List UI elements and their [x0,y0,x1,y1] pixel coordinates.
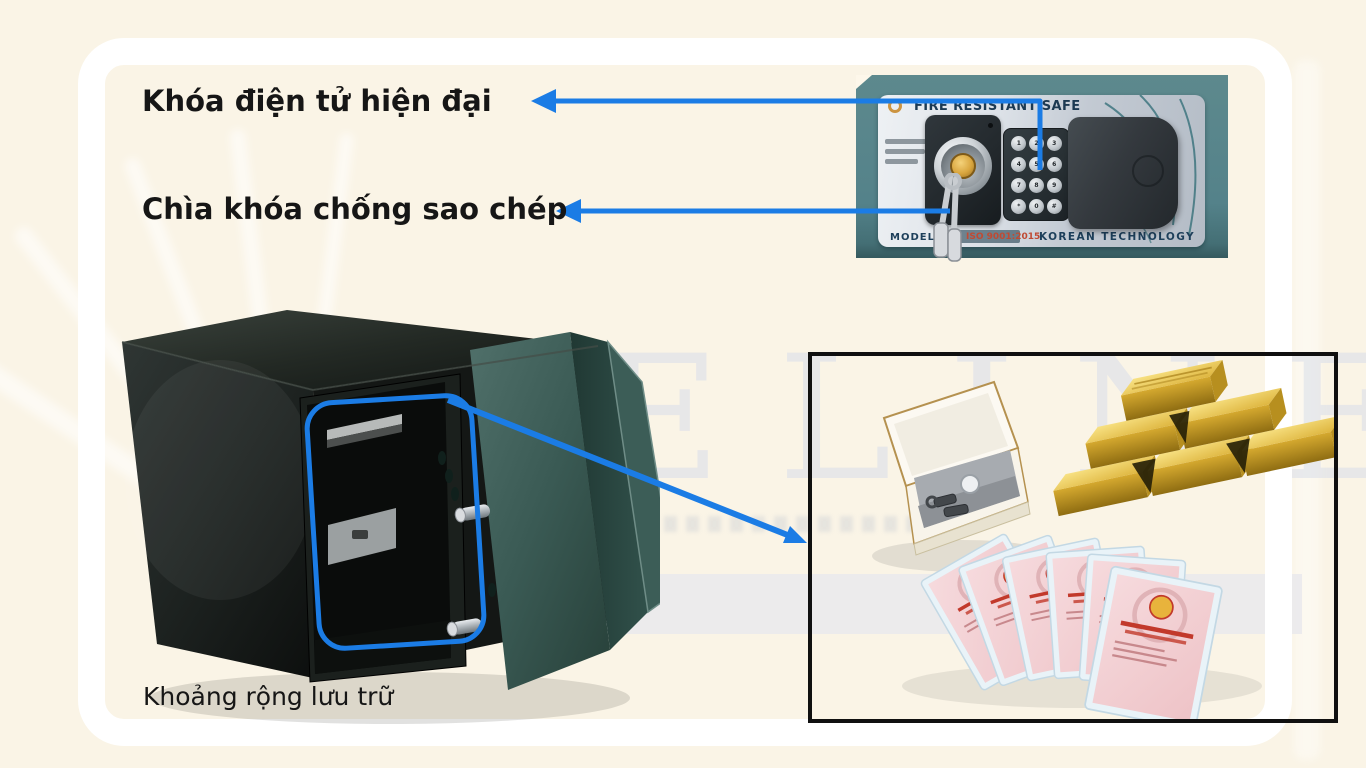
keypad-key: # [1046,198,1062,214]
book-safe [872,380,1052,572]
lock-led [988,123,993,128]
drawer-keyhole [352,530,368,539]
label-storage: Khoảng rộng lưu trữ [143,682,394,711]
sunburst-ray [1294,60,1320,760]
keypad-key: 7 [1011,177,1027,193]
hanging-keys [933,173,962,262]
keypad-key: 3 [1046,135,1062,151]
photo-corner [856,75,872,89]
door-hole [438,451,446,465]
keypad-key: 9 [1046,177,1062,193]
watch-in-box [960,474,980,494]
door-hole [451,487,459,501]
keypad-key: 4 [1011,156,1027,172]
lock-plate: FIRE RESISTANT SAFE MODEL ISO 9001:2015 … [878,95,1205,262]
keypad-slide-cover [1068,117,1178,229]
cover-circle [1132,155,1164,187]
technology-label: KOREAN TECHNOLOGY [1039,231,1195,243]
valuables-box [808,352,1349,730]
valuables-illustration [872,359,1349,730]
label-electronic-lock: Khóa điện tử hiện đại [142,84,492,118]
safe-sheen [125,360,315,600]
model-label: MODEL [890,232,935,243]
plate-stripe [885,159,918,164]
decorative-frame [78,38,1292,746]
keys-in-box [925,493,969,518]
safe-left-face [122,342,322,680]
keypad-key: 2 [1028,135,1044,151]
keypad-key: 6 [1046,156,1062,172]
door-hole [445,469,453,483]
safe-top-face [122,310,598,390]
top-edge-highlight [121,341,599,392]
plate-title: FIRE RESISTANT SAFE [914,99,1081,114]
brand-seal-icon [888,99,902,113]
keypad-key: 0 [1028,198,1044,214]
door-hole [488,583,496,597]
lock-panel-photo: FIRE RESISTANT SAFE MODEL ISO 9001:2015 … [856,75,1228,262]
gold-bars [1053,359,1349,517]
certificates [902,533,1262,730]
label-anti-copy-key: Chìa khóa chống sao chép [142,192,568,226]
keypad-key: * [1011,198,1027,214]
certificate [1084,565,1223,730]
keypad: 1 2 3 4 5 6 7 8 9 * 0 # [1003,128,1070,221]
plate-stripe [885,149,925,154]
safe-illustration [121,310,660,724]
keypad-key: 5 [1028,156,1044,172]
keypad-key: 1 [1011,135,1027,151]
keypad-key: 8 [1028,177,1044,193]
iso-certification: ISO 9001:2015 [966,232,1041,242]
